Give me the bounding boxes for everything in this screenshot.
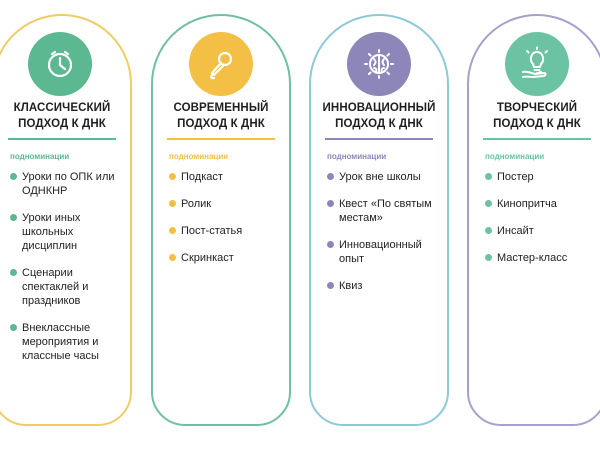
list-item: Урок вне школы xyxy=(327,170,441,184)
subnomination-list: Уроки по ОПК или ОДНКНР Уроки иных школь… xyxy=(10,170,124,376)
list-item: Уроки иных школьных дисциплин xyxy=(10,211,124,253)
list-item: Кинопритча xyxy=(485,197,599,211)
subnomination-list: Урок вне школы Квест «По святым местам» … xyxy=(327,170,441,306)
list-item: Внеклассные мероприятия и классные часы xyxy=(10,321,124,363)
list-item: Квиз xyxy=(327,279,441,293)
list-item: Инсайт xyxy=(485,224,599,238)
list-item: Постер xyxy=(485,170,599,184)
list-item: Уроки по ОПК или ОДНКНР xyxy=(10,170,124,198)
subheading: подноминации xyxy=(10,152,70,161)
list-item: Мастер-класс xyxy=(485,251,599,265)
list-item: Скринкаст xyxy=(169,251,283,265)
brain-icon xyxy=(347,32,411,96)
list-item: Пост-статья xyxy=(169,224,283,238)
divider xyxy=(167,138,275,140)
list-item: Сценарии спектаклей и праздников xyxy=(10,266,124,308)
subheading: подноминации xyxy=(169,152,229,161)
list-item: Ролик xyxy=(169,197,283,211)
lightbulb-hand-icon xyxy=(505,32,569,96)
column-title: СОВРЕМЕННЫЙ ПОДХОД К ДНК xyxy=(173,102,269,130)
clock-icon xyxy=(28,32,92,96)
column-innovative: ИННОВАЦИОННЫЙ ПОДХОД К ДНК подноминации … xyxy=(309,14,449,426)
divider xyxy=(325,138,433,140)
subnomination-list: Подкаст Ролик Пост-статья Скринкаст xyxy=(169,170,283,278)
column-creative: ТВОРЧЕСКИЙ ПОДХОД К ДНК подноминации Пос… xyxy=(467,14,600,426)
subheading: подноминации xyxy=(485,152,545,161)
column-title: ИННОВАЦИОННЫЙ ПОДХОД К ДНК xyxy=(322,102,436,130)
subnomination-list: Постер Кинопритча Инсайт Мастер-класс xyxy=(485,170,599,278)
column-title: ТВОРЧЕСКИЙ ПОДХОД К ДНК xyxy=(493,102,581,130)
divider xyxy=(483,138,591,140)
subheading: подноминации xyxy=(327,152,387,161)
list-item: Подкаст xyxy=(169,170,283,184)
list-item: Инновационный опыт xyxy=(327,238,441,266)
column-modern: СОВРЕМЕННЫЙ ПОДХОД К ДНК подноминации По… xyxy=(151,14,291,426)
column-classic: КЛАССИЧЕСКИЙ ПОДХОД К ДНК подноминации У… xyxy=(0,14,132,426)
microphone-icon xyxy=(189,32,253,96)
list-item: Квест «По святым местам» xyxy=(327,197,441,225)
divider xyxy=(8,138,116,140)
column-title: КЛАССИЧЕСКИЙ ПОДХОД К ДНК xyxy=(13,102,111,130)
